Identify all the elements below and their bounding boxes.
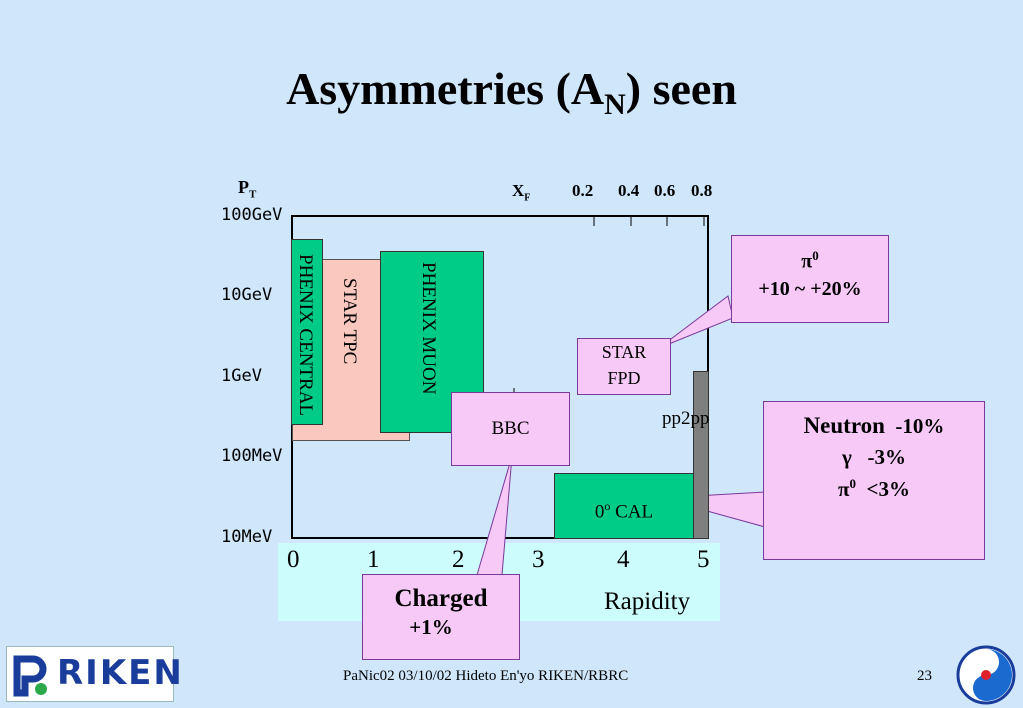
pi0-value: +10 ~ +20%: [758, 277, 862, 300]
zdc-zero: 0: [594, 501, 605, 523]
gamma-value: -3%: [867, 445, 907, 469]
neutron-value: -10%: [895, 414, 945, 438]
x-axis-label: Rapidity: [604, 588, 691, 615]
riken-logo-mark: [13, 655, 47, 697]
star-fpd-region: STAR FPD: [577, 338, 671, 395]
x-tick-label: 4: [617, 546, 630, 573]
x-tick-label: 1: [367, 546, 380, 573]
footer-text: PaNic02 03/10/02 Hideto En'yo RIKEN/RBRC: [343, 668, 629, 684]
zdc-cal-region: 0o CAL: [554, 473, 694, 539]
pi0b-value: <3%: [866, 477, 910, 501]
title-subscript: N: [604, 88, 626, 121]
zdc-degree: o: [604, 499, 611, 513]
pi0-symbol-line: π0: [732, 248, 888, 274]
pi0-superscript: 0: [812, 248, 819, 263]
neutron-line: Neutron -10%: [764, 413, 984, 439]
page-title: Asymmetries (AN) seen: [0, 62, 1023, 122]
pi0b-superscript: 0: [849, 476, 857, 491]
phenix-central-region: PHENIX CENTRAL: [291, 239, 323, 425]
neutron-asymmetry-callout: Neutron -10% γ -3% π0 <3%: [763, 401, 985, 560]
bbc-region: BBC: [451, 392, 570, 466]
pi0b-line: π0 <3%: [764, 476, 984, 502]
title-end: ) seen: [625, 63, 737, 114]
xf-axis-label: XF: [512, 181, 530, 203]
riken-logo-text: RIKEN: [57, 653, 184, 693]
phenix-muon-label: PHENIX MUON: [418, 262, 439, 395]
y-axis-subscript: T: [249, 188, 257, 201]
y-tick-label: 10MeV: [221, 527, 273, 547]
xf-tick-label: 0.4: [618, 181, 640, 200]
pi0-asymmetry-callout: π0 +10 ~ +20%: [731, 235, 889, 323]
y-tick-label: 10GeV: [221, 285, 273, 305]
neutron-label: Neutron: [803, 413, 885, 438]
x-tick-label: 3: [532, 546, 545, 573]
page-number: 23: [917, 668, 932, 684]
x-tick-label: 2: [452, 546, 465, 573]
pi0-callout-pointer: [658, 295, 734, 349]
xf-tick-label: 0.2: [572, 181, 594, 200]
y-tick-label: 1GeV: [221, 366, 262, 386]
pi0-symbol: π: [801, 250, 813, 273]
y-axis-symbol: P: [238, 177, 249, 197]
star-fpd-label-line1: STAR: [601, 342, 647, 362]
xf-subscript: F: [524, 192, 531, 204]
y-axis-label: PT: [238, 177, 256, 201]
star-tpc-label: STAR TPC: [339, 278, 360, 365]
gamma-line: γ -3%: [764, 445, 984, 470]
star-fpd-label-line2: FPD: [607, 368, 641, 388]
riken-logo: RIKEN: [6, 646, 182, 702]
x-tick-label: 0: [287, 546, 300, 573]
xf-tick-label: 0.8: [691, 181, 713, 200]
xf-tick-label: 0.6: [654, 181, 676, 200]
pp2pp-label: pp2pp: [662, 408, 710, 429]
charged-asymmetry-callout: Charged +1%: [362, 574, 520, 660]
y-tick-label: 100GeV: [221, 205, 283, 225]
title-main: Asymmetries (A: [286, 63, 605, 114]
bbc-label: BBC: [491, 418, 530, 439]
emblem-icon: [956, 645, 1016, 705]
charged-value: +1%: [409, 615, 453, 639]
charged-callout-pointer: [476, 455, 513, 576]
xf-symbol: X: [512, 181, 525, 200]
x-tick-label: 5: [697, 546, 710, 573]
phenix-central-label: PHENIX CENTRAL: [295, 254, 316, 417]
zdc-cal-label: CAL: [610, 501, 654, 523]
pp2pp-region: [693, 371, 709, 539]
gamma-symbol: γ: [841, 445, 852, 469]
pi0b-symbol: π: [838, 477, 850, 501]
charged-label: Charged: [394, 585, 488, 612]
y-tick-label: 100MeV: [221, 446, 283, 466]
